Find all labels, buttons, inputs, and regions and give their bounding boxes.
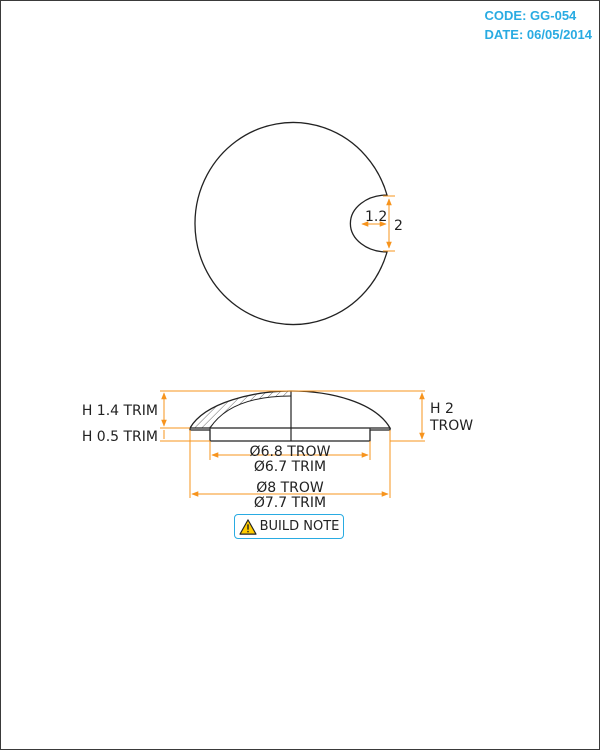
section-hatch	[190, 391, 291, 428]
date-row: DATE: 06/05/2014	[485, 25, 592, 44]
height-trow-label-2: TROW	[429, 418, 473, 434]
base-height-trim-label: H 0.5 TRIM	[82, 429, 158, 445]
build-note-button[interactable]: BUILD NOTE	[234, 514, 344, 539]
outer-dia-trim-label: Ø7.7 TRIM	[254, 495, 326, 511]
code-label: CODE:	[484, 8, 527, 23]
code-value: GG-054	[530, 8, 577, 23]
top-view: 2 1.2	[194, 121, 403, 326]
title-block: CODE: GG-054 DATE: 06/05/2014	[485, 6, 592, 44]
top-view-outline	[194, 121, 388, 326]
side-view: H 1.4 TRIM H 0.5 TRIM H 2 TROW Ø6.8 TROW…	[82, 390, 473, 511]
inner-dia-trow-label: Ø6.8 TROW	[250, 444, 331, 460]
inner-dia-trim-label: Ø6.7 TRIM	[254, 459, 326, 475]
warning-icon	[239, 518, 257, 535]
date-label: DATE:	[484, 27, 524, 42]
date-value: 06/05/2014	[526, 27, 592, 42]
height-trow-label-1: H 2	[430, 401, 454, 417]
outer-dia-trow-label: Ø8 TROW	[256, 480, 324, 496]
code-row: CODE: GG-054	[485, 6, 592, 25]
base-outline	[189, 428, 391, 442]
build-note-label: BUILD NOTE	[259, 519, 340, 534]
notch-depth-label: 1.2	[365, 209, 387, 225]
notch-width-label: 2	[394, 218, 403, 234]
height-trim-label: H 1.4 TRIM	[82, 403, 158, 419]
